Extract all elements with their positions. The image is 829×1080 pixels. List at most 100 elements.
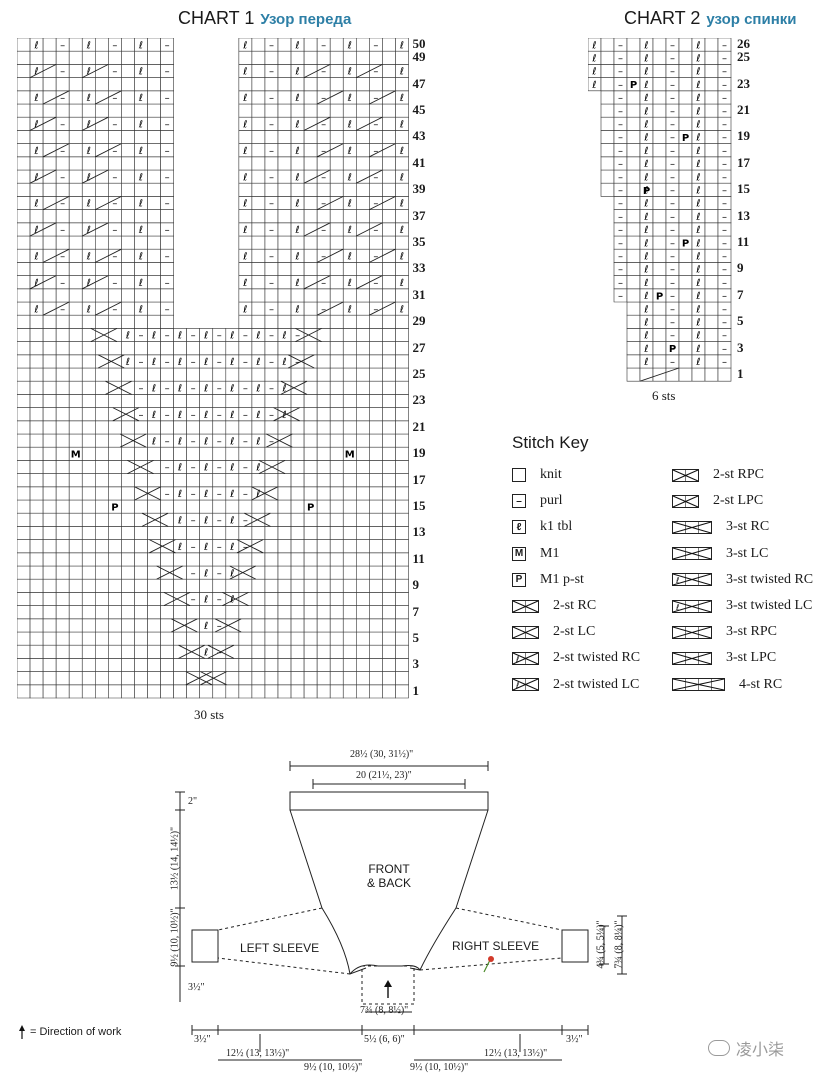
chart1-cell bbox=[95, 632, 108, 645]
chart1-cell bbox=[82, 619, 95, 632]
chart1-cell bbox=[82, 685, 95, 698]
chart1-cell bbox=[369, 672, 382, 685]
chart2-cell bbox=[627, 51, 640, 64]
chart2-stitch-symbol: – bbox=[722, 212, 727, 223]
chart1-stitch-symbol: – bbox=[321, 67, 326, 78]
chart2-stitch-symbol: ℓ bbox=[696, 251, 700, 262]
chart1-cell bbox=[304, 487, 317, 500]
chart1-stitch-symbol: – bbox=[191, 331, 196, 342]
chart1-stitch-symbol: – bbox=[112, 199, 117, 210]
chart1-cell bbox=[174, 526, 187, 539]
chart1-cell bbox=[148, 685, 161, 698]
tbl-symbol-icon: ℓ bbox=[512, 520, 526, 535]
chart1-cell bbox=[17, 579, 30, 592]
chart1-cell bbox=[30, 183, 43, 196]
chart1-cell bbox=[278, 38, 291, 51]
chart1-cell bbox=[56, 355, 69, 368]
chart1-cell bbox=[382, 685, 395, 698]
chart1-cell bbox=[95, 658, 108, 671]
chart1-cell bbox=[161, 500, 174, 513]
chart1-stitch-symbol: ℓ bbox=[35, 119, 39, 130]
chart1-cell bbox=[108, 157, 121, 170]
chart1-cell bbox=[265, 685, 278, 698]
chart1-cell bbox=[43, 474, 56, 487]
chart1-cable-line bbox=[274, 408, 300, 421]
chart1-cell bbox=[343, 342, 356, 355]
chart1-cell bbox=[95, 606, 108, 619]
chart1-cell bbox=[265, 157, 278, 170]
chart1-cell bbox=[17, 526, 30, 539]
chart2-cell bbox=[679, 355, 692, 368]
chart1-cell bbox=[95, 540, 108, 553]
chart2-stitch-symbol: – bbox=[670, 185, 675, 196]
chart1-cell bbox=[291, 500, 304, 513]
chart1-cell bbox=[95, 262, 108, 275]
chart1-cell bbox=[278, 183, 291, 196]
chart1-cell bbox=[134, 553, 147, 566]
chart1-cell bbox=[43, 328, 56, 341]
chart1-cell bbox=[317, 592, 330, 605]
chart2-cell bbox=[679, 117, 692, 130]
chart1-cell bbox=[291, 183, 304, 196]
chart2-cell bbox=[653, 223, 666, 236]
direction-arrow-icon bbox=[384, 980, 392, 998]
chart1-cell bbox=[330, 421, 343, 434]
chart1-row-label: 7 bbox=[412, 603, 420, 619]
chart1-cell bbox=[330, 38, 343, 51]
chart1-cell bbox=[265, 104, 278, 117]
chart1-cell bbox=[239, 474, 252, 487]
chart1-cell bbox=[82, 236, 95, 249]
chart2-cell bbox=[653, 183, 666, 196]
chart1-cell bbox=[317, 474, 330, 487]
chart1-cell bbox=[30, 566, 43, 579]
chart1-cable-line bbox=[171, 619, 197, 632]
chart2-m1p-symbol: P bbox=[669, 344, 676, 355]
chart1-cell bbox=[69, 170, 82, 183]
chart1-cell bbox=[265, 236, 278, 249]
chart1-cell bbox=[395, 315, 408, 328]
chart2-row-label: 5 bbox=[737, 313, 744, 329]
chart2-stitch-symbol: – bbox=[670, 133, 675, 144]
chart1-cell bbox=[304, 645, 317, 658]
chart1-cell bbox=[134, 262, 147, 275]
chart1-cell bbox=[161, 262, 174, 275]
stitch-key-label: 2-st LPC bbox=[713, 493, 764, 509]
chart1-cell bbox=[121, 342, 134, 355]
chart1-cable-line bbox=[179, 645, 205, 658]
chart1-cell bbox=[343, 368, 356, 381]
chart1-stitch-symbol: ℓ bbox=[139, 67, 143, 78]
chart1-cell bbox=[148, 64, 161, 77]
chart1-stitch-symbol: – bbox=[60, 251, 65, 262]
chart1-cell bbox=[226, 368, 239, 381]
chart2-stitch-symbol: ℓ bbox=[696, 106, 700, 117]
chart1-stitch-symbol: – bbox=[60, 146, 65, 157]
chart2-title-ru: узор спинки bbox=[706, 11, 797, 28]
stitch-key-label: 3-st twisted RC bbox=[726, 571, 814, 587]
chart2-cell bbox=[601, 144, 614, 157]
stitch-key-label: M1 bbox=[540, 545, 560, 561]
chart1-cell bbox=[356, 526, 369, 539]
chart1-cell bbox=[30, 328, 43, 341]
chart1-cell bbox=[121, 526, 134, 539]
chart2-stitch-symbol: ℓ bbox=[644, 238, 648, 249]
chart1-cell bbox=[304, 658, 317, 671]
chart2-cell bbox=[705, 104, 718, 117]
chart1-cell bbox=[239, 236, 252, 249]
chart1-cell bbox=[343, 566, 356, 579]
chart1-cell bbox=[95, 553, 108, 566]
chart2-stitch-symbol: ℓ bbox=[696, 238, 700, 249]
chart2-stitch-symbol: ℓ bbox=[592, 67, 596, 78]
bottom-dim-left-sleeve: 12½ (13, 13½)" bbox=[226, 1048, 290, 1059]
chart1-cell bbox=[317, 434, 330, 447]
chart1-stitch-symbol: – bbox=[269, 199, 274, 210]
chart1-cell bbox=[43, 236, 56, 249]
chart1-stitch-symbol: – bbox=[60, 278, 65, 289]
chart1-cable-line bbox=[295, 328, 321, 341]
chart1-cell bbox=[330, 487, 343, 500]
chart1-cell bbox=[95, 408, 108, 421]
chart1-stitch-symbol: ℓ bbox=[256, 489, 260, 500]
chart1-cell bbox=[382, 210, 395, 223]
chart1-cell bbox=[395, 289, 408, 302]
chart2-stitch-symbol: – bbox=[722, 304, 727, 315]
chart1-cell bbox=[56, 513, 69, 526]
